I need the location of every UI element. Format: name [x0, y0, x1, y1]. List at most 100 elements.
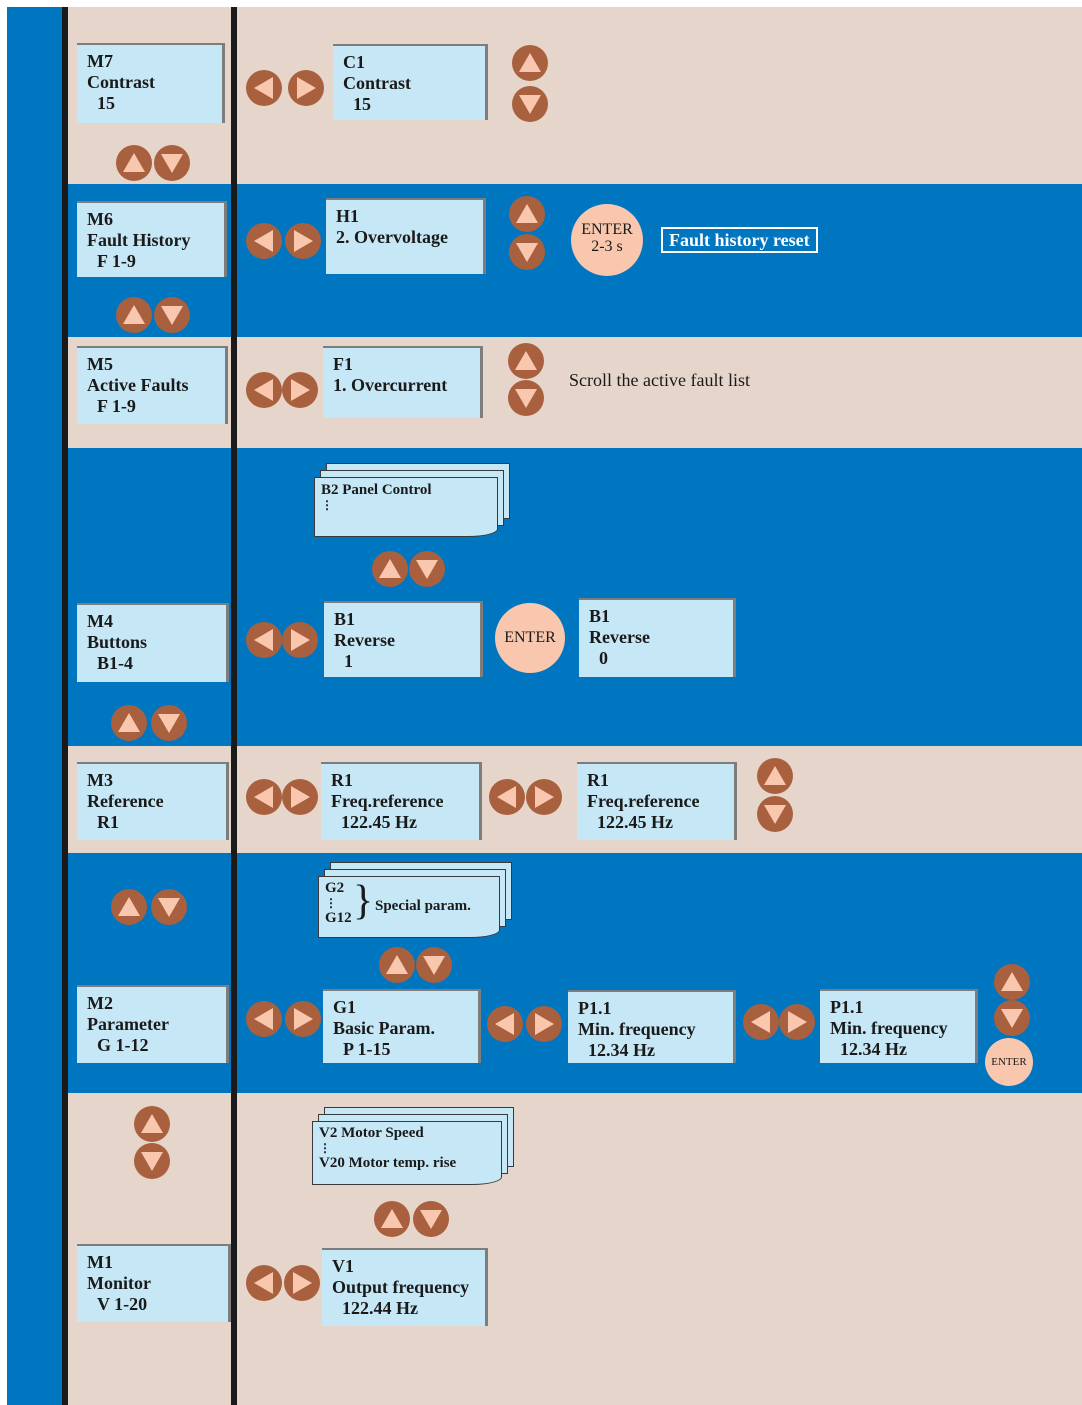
menu-name: Parameter: [87, 1014, 169, 1034]
left-arrow-button[interactable]: [743, 1004, 779, 1040]
menu-m3-display[interactable]: M3 Reference R1: [77, 762, 229, 840]
down-arrow-button[interactable]: [154, 145, 190, 181]
down-arrow-button[interactable]: [409, 551, 445, 587]
down-arrow-button[interactable]: [512, 86, 548, 122]
arrow-triangle: [254, 629, 273, 651]
stack-line-1: B2 Panel Control: [321, 482, 432, 498]
down-arrow-button[interactable]: [509, 234, 545, 270]
left-arrow-button[interactable]: [246, 70, 282, 106]
down-arrow-button[interactable]: [508, 380, 544, 416]
down-triangle-icon: [416, 560, 438, 579]
menu-name: Buttons: [87, 632, 148, 652]
up-arrow-button[interactable]: [508, 343, 544, 379]
stack-top-label: G2: [325, 880, 345, 896]
right-arrow-button[interactable]: [285, 223, 321, 259]
arrow-triangle: [254, 1008, 273, 1030]
arrow-triangle: [254, 230, 273, 252]
arrow-triangle: [158, 898, 180, 917]
right-arrow-button[interactable]: [526, 1006, 562, 1042]
left-arrow-button[interactable]: [246, 779, 282, 815]
right-arrow-button[interactable]: [284, 1265, 320, 1301]
down-arrow-button[interactable]: [154, 297, 190, 333]
down-arrow-button[interactable]: [151, 889, 187, 925]
menu-divider-line: [231, 7, 237, 1405]
down-arrow-button[interactable]: [994, 1000, 1030, 1036]
menu-m7-display[interactable]: M7 Contrast 15: [77, 43, 225, 123]
enter-button[interactable]: ENTER 2-3 s: [571, 204, 643, 276]
menu-value: R1: [97, 812, 119, 832]
down-arrow-button[interactable]: [134, 1143, 170, 1179]
param-value: 122.45 Hz: [341, 812, 417, 832]
arrow-triangle: [751, 1011, 770, 1033]
param-code: B1: [589, 606, 611, 626]
menu-m2-display[interactable]: M2 Parameter G 1-12: [77, 985, 229, 1063]
enter-button[interactable]: ENTER: [985, 1038, 1033, 1086]
right-arrow-button[interactable]: [779, 1004, 815, 1040]
right-arrow-button[interactable]: [288, 70, 324, 106]
up-arrow-button[interactable]: [116, 297, 152, 333]
up-triangle-icon: [516, 204, 538, 223]
arrow-triangle: [416, 560, 438, 579]
up-arrow-button[interactable]: [372, 551, 408, 587]
arrow-triangle: [423, 956, 445, 975]
right-arrow-button[interactable]: [526, 779, 562, 815]
up-arrow-button[interactable]: [111, 889, 147, 925]
menu-m4-display[interactable]: M4 Buttons B1-4: [77, 603, 229, 682]
right-arrow-button[interactable]: [285, 1001, 321, 1037]
p11-min-frequency-edit-display: P1.1 Min. frequency 12.34 Hz: [820, 989, 978, 1063]
arrow-triangle: [1001, 972, 1023, 991]
left-arrow-button[interactable]: [487, 1006, 523, 1042]
arrow-triangle: [764, 766, 786, 785]
left-arrow-button[interactable]: [489, 779, 525, 815]
fault-name: 1. Overcurrent: [333, 375, 448, 395]
up-arrow-button[interactable]: [111, 705, 147, 741]
param-value: 0: [599, 648, 608, 668]
left-arrow-button[interactable]: [246, 1001, 282, 1037]
up-arrow-button[interactable]: [116, 145, 152, 181]
right-arrow-button[interactable]: [282, 622, 318, 658]
left-arrow-button[interactable]: [246, 622, 282, 658]
menu-code: M5: [87, 354, 113, 374]
arrow-triangle: [535, 1013, 554, 1035]
up-arrow-button[interactable]: [134, 1106, 170, 1142]
left-arrow-button[interactable]: [246, 372, 282, 408]
up-arrow-button[interactable]: [509, 196, 545, 232]
value-code: V1: [332, 1256, 354, 1276]
arrow-triangle: [161, 306, 183, 325]
v-pages-stack: V2 Motor Speed ⋮ V20 Motor temp. rise: [312, 1107, 518, 1189]
right-arrow-button[interactable]: [282, 372, 318, 408]
g1-basic-param-display: G1 Basic Param. P 1-15: [323, 989, 481, 1063]
left-arrow-button[interactable]: [246, 1265, 282, 1301]
up-arrow-button[interactable]: [512, 45, 548, 81]
up-triangle-icon: [118, 713, 140, 732]
menu-value: 15: [97, 93, 115, 113]
right-triangle-icon: [535, 786, 554, 808]
group-name: Basic Param.: [333, 1018, 435, 1038]
up-arrow-button[interactable]: [994, 964, 1030, 1000]
g-pages-stack: G2 ⋮ G12 } Special param.: [318, 862, 518, 944]
right-arrow-button[interactable]: [282, 779, 318, 815]
menu-m5-display[interactable]: M5 Active Faults F 1-9: [77, 346, 228, 424]
enter-label: ENTER: [581, 221, 633, 238]
left-triangle-icon: [254, 1008, 273, 1030]
fault-name: 2. Overvoltage: [336, 227, 448, 247]
down-triangle-icon: [1001, 1009, 1023, 1028]
arrow-triangle: [254, 379, 273, 401]
down-arrow-button[interactable]: [151, 705, 187, 741]
value-value: 122.44 Hz: [342, 1298, 418, 1318]
down-triangle-icon: [420, 1210, 442, 1229]
menu-m1-display[interactable]: M1 Monitor V 1-20: [77, 1244, 231, 1322]
left-triangle-icon: [495, 1013, 514, 1035]
left-triangle-icon: [254, 230, 273, 252]
up-arrow-button[interactable]: [379, 947, 415, 983]
r1-freq-reference-edit-display: R1 Freq.reference 122.45 Hz: [577, 762, 737, 840]
down-arrow-button[interactable]: [416, 947, 452, 983]
down-arrow-button[interactable]: [757, 796, 793, 832]
enter-button[interactable]: ENTER: [495, 603, 565, 673]
up-arrow-button[interactable]: [374, 1201, 410, 1237]
left-arrow-button[interactable]: [246, 223, 282, 259]
down-arrow-button[interactable]: [413, 1201, 449, 1237]
r1-freq-reference-display: R1 Freq.reference 122.45 Hz: [321, 762, 482, 840]
menu-m6-display[interactable]: M6 Fault History F 1-9: [77, 201, 227, 277]
up-arrow-button[interactable]: [757, 758, 793, 794]
